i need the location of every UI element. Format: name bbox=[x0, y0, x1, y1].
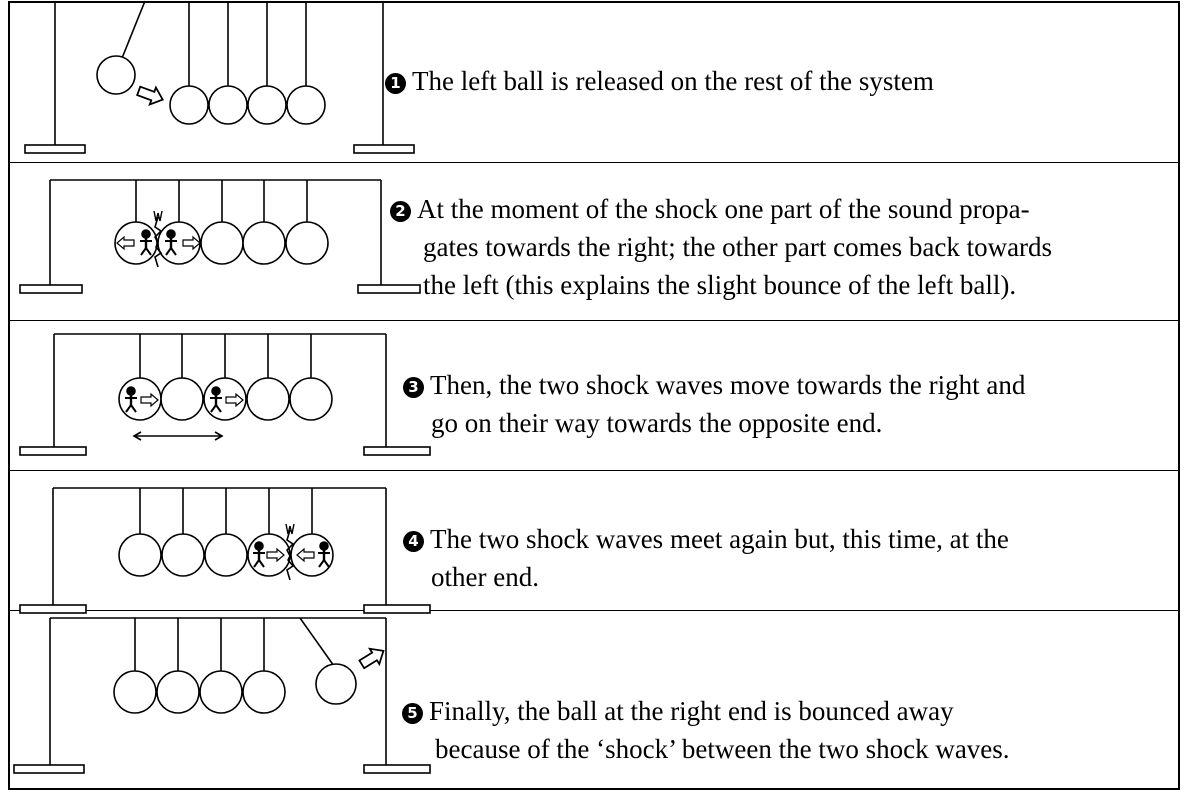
panel-5-cradle bbox=[13, 617, 431, 774]
step-5-marker-icon: 5 bbox=[402, 703, 423, 724]
step-1-marker-icon: 1 bbox=[385, 73, 406, 94]
panel-4-cradle bbox=[19, 487, 431, 614]
step-3-line-1: Then, the two shock waves move towards t… bbox=[430, 370, 1026, 400]
step-2-line-3: the left (this explains the slight bounc… bbox=[423, 270, 1017, 300]
panel-divider bbox=[8, 610, 1180, 611]
released-ball bbox=[96, 55, 136, 95]
step-2-line-1: At the moment of the shock one part of t… bbox=[417, 194, 1030, 224]
step-2-marker-icon: 2 bbox=[390, 201, 411, 222]
step-4-line-1: The two shock waves meet again but, this… bbox=[430, 524, 1009, 554]
step-1-text: 1 The left ball is released on the rest o… bbox=[385, 62, 934, 100]
step-3-line-2: go on their way towards the opposite end… bbox=[431, 408, 883, 438]
step-3-text: 3 Then, the two shock waves move towards … bbox=[403, 366, 1025, 442]
step-5-line-2: because of the ‘shock’ between the two s… bbox=[435, 734, 1010, 764]
step-1-line-1: The left ball is released on the rest of… bbox=[412, 66, 934, 96]
panel-1-cradle bbox=[24, 0, 415, 154]
step-4-line-2: other end. bbox=[431, 562, 539, 592]
hollow-arrow-icon bbox=[356, 642, 390, 673]
bounced-ball bbox=[315, 663, 357, 705]
step-3-marker-icon: 3 bbox=[403, 377, 424, 398]
step-4-marker-icon: 4 bbox=[403, 531, 424, 552]
step-5-line-1: Finally, the ball at the right end is bo… bbox=[429, 696, 954, 726]
step-5-text: 5 Finally, the ball at the right end is b… bbox=[402, 692, 1010, 768]
step-4-text: 4 The two shock waves meet again but, thi… bbox=[403, 520, 1009, 596]
step-2-line-2: gates towards the right; the other part … bbox=[423, 232, 1053, 262]
hollow-arrow-icon bbox=[134, 81, 167, 109]
panel-divider bbox=[8, 320, 1180, 321]
figure-frame bbox=[8, 1, 1180, 790]
step-2-text: 2 At the moment of the shock one part of … bbox=[390, 190, 1052, 304]
panel-2-cradle bbox=[19, 179, 421, 294]
panel-3-cradle bbox=[19, 333, 431, 456]
panel-divider bbox=[8, 470, 1180, 471]
panel-divider bbox=[8, 162, 1180, 163]
